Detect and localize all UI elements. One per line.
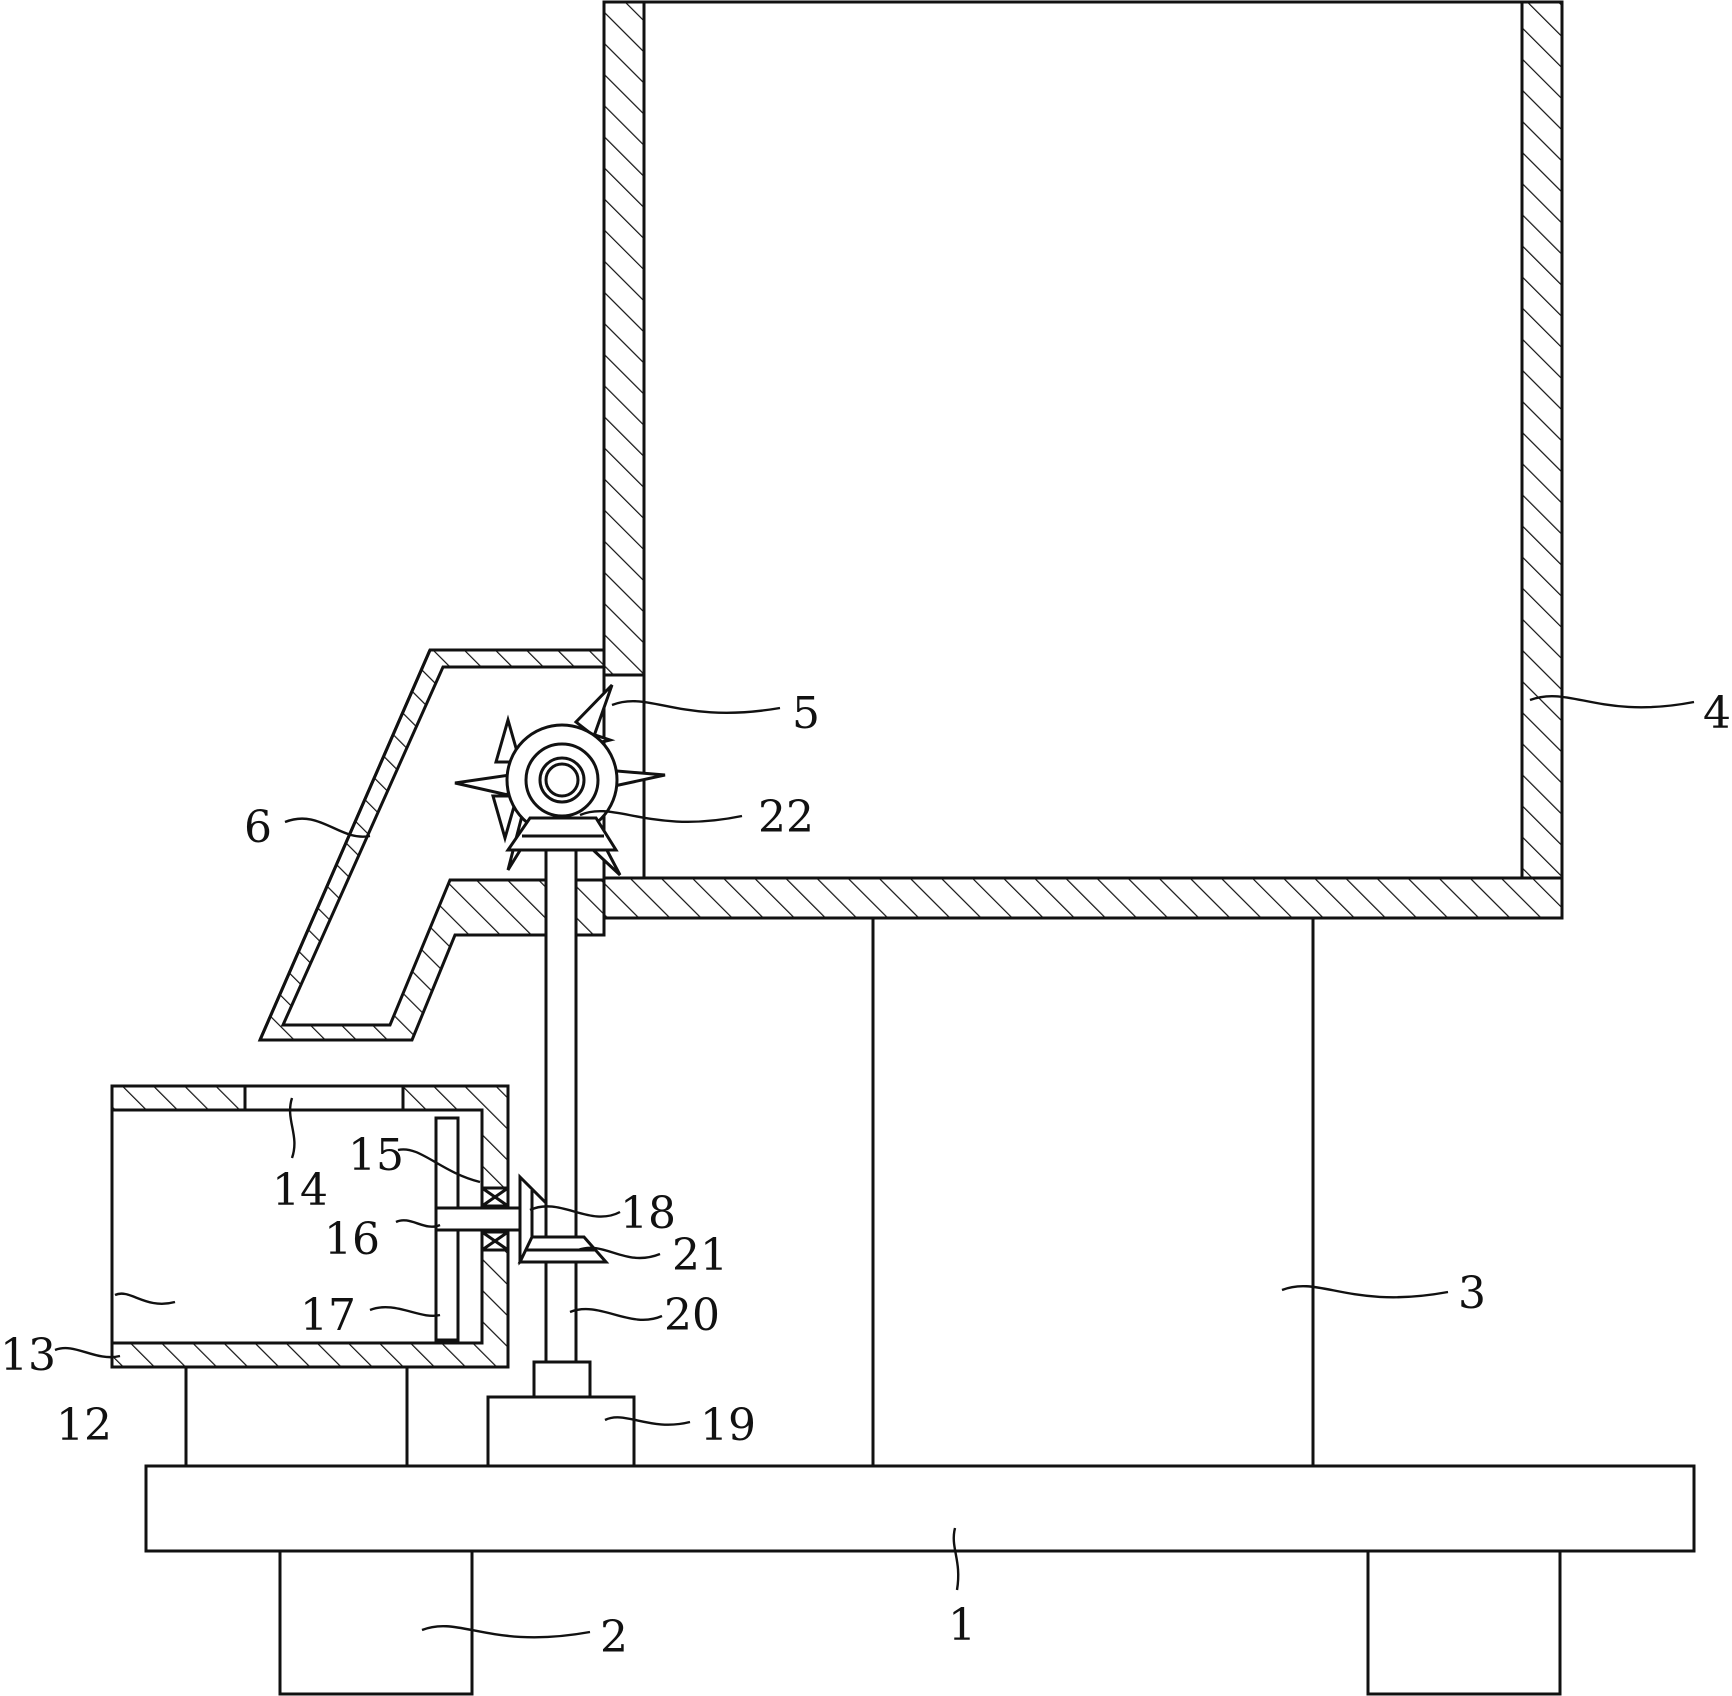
label-6: 6 — [244, 802, 272, 853]
tank — [602, 0, 1564, 920]
label-17: 17 — [300, 1290, 356, 1341]
foot-left — [278, 1549, 474, 1696]
label-15: 15 — [348, 1130, 404, 1181]
label-12: 12 — [56, 1400, 112, 1451]
support-column — [871, 916, 1315, 1468]
label-21: 21 — [672, 1230, 728, 1281]
base-plate — [144, 1464, 1696, 1553]
motor — [486, 1360, 636, 1468]
box-inlet — [243, 1084, 405, 1112]
vertical-shaft — [544, 848, 578, 1367]
label-20: 20 — [664, 1290, 720, 1341]
label-16: 16 — [324, 1214, 380, 1265]
crushing-wheel — [454, 683, 666, 877]
discharge-chute — [257, 648, 606, 1042]
label-18: 18 — [620, 1188, 676, 1239]
label-19: 19 — [700, 1400, 756, 1451]
label-22: 22 — [758, 792, 814, 843]
label-3: 3 — [1458, 1268, 1486, 1319]
label-4: 4 — [1703, 688, 1731, 739]
stirring-assembly — [434, 1116, 524, 1342]
leader-lines — [54, 695, 1695, 1639]
horizontal-shaft — [434, 1206, 524, 1232]
label-1: 1 — [948, 1600, 976, 1651]
label-2: 2 — [600, 1612, 628, 1663]
label-14: 14 — [272, 1165, 328, 1216]
label-13: 13 — [0, 1330, 56, 1381]
foot-right — [1366, 1549, 1562, 1696]
label-5: 5 — [792, 688, 820, 739]
